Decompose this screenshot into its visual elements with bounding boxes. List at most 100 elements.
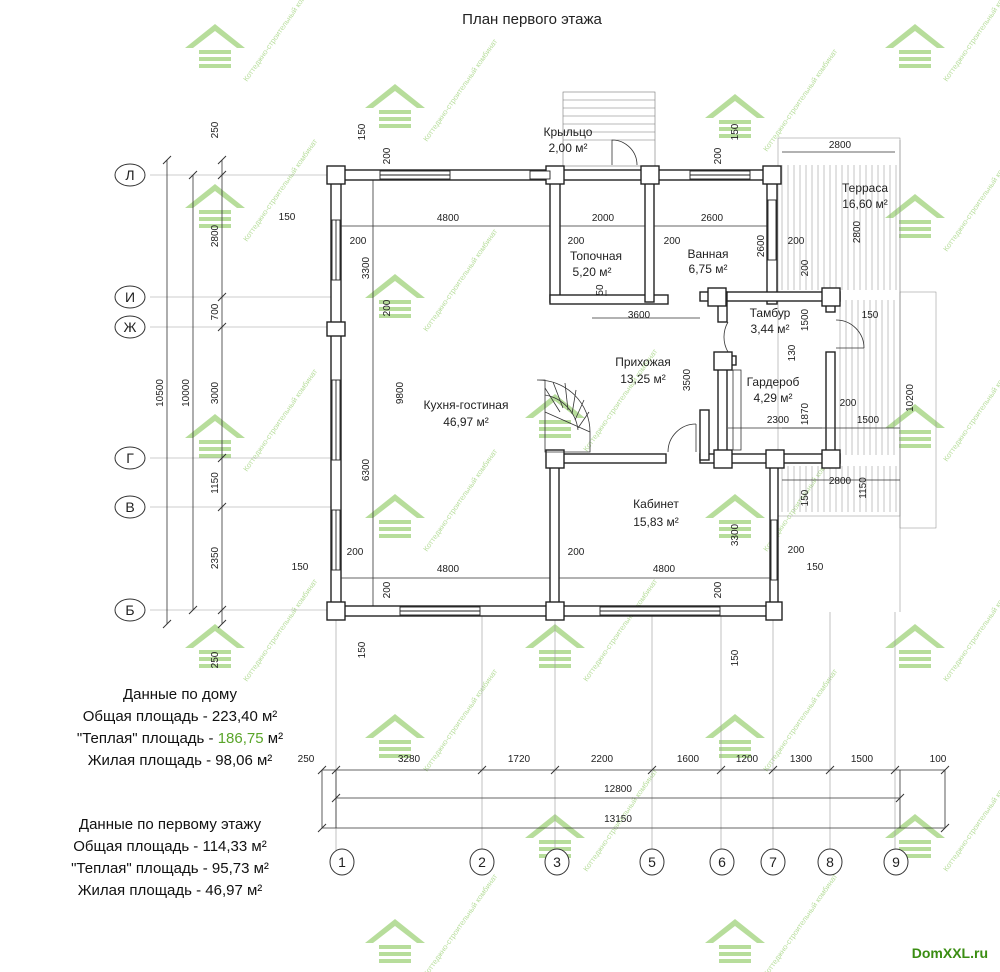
dim-6300: 6300 xyxy=(361,458,372,481)
svg-text:200: 200 xyxy=(840,398,857,409)
svg-text:3300: 3300 xyxy=(730,523,741,546)
axis-col-3: 3 xyxy=(544,848,570,876)
svg-text:3500: 3500 xyxy=(682,368,693,391)
svg-text:4,29 м²: 4,29 м² xyxy=(754,391,793,405)
svg-text:16,60 м²: 16,60 м² xyxy=(842,197,888,211)
dim-12800: 12800 xyxy=(604,784,632,795)
dim-13150: 13150 xyxy=(604,814,632,825)
watermark-stamp: Коттеджно-строительный комбинат xyxy=(525,767,660,873)
site-logo[interactable]: DomXXL.ru xyxy=(911,945,988,961)
room-bath: Ванная 6,75 м² xyxy=(687,247,728,276)
svg-text:1150: 1150 xyxy=(858,477,869,499)
svg-text:2600: 2600 xyxy=(756,234,767,257)
svg-text:Коттеджно-строительный комбина: Коттеджно-строительный комбинат xyxy=(941,767,1000,873)
svg-text:2200: 2200 xyxy=(591,754,614,765)
watermark-stamp: Коттеджно-строительный комбинат xyxy=(705,872,840,972)
room-dimensions xyxy=(341,151,900,579)
svg-text:Коттеджно-строительный комбина: Коттеджно-строительный комбинат xyxy=(941,577,1000,683)
svg-text:150: 150 xyxy=(730,649,741,666)
svg-text:Коттеджно-строительный комбина: Коттеджно-строительный комбинат xyxy=(241,0,319,83)
svg-text:200: 200 xyxy=(382,581,393,598)
axis-row-G: Г xyxy=(114,446,146,470)
svg-text:5: 5 xyxy=(648,854,656,870)
svg-text:150: 150 xyxy=(292,562,309,573)
porch-stairs xyxy=(562,91,656,167)
svg-text:Коттеджно-строительный комбина: Коттеджно-строительный комбинат xyxy=(581,577,659,683)
svg-text:7: 7 xyxy=(769,854,777,870)
axis-row-B: Б xyxy=(114,598,146,622)
svg-text:1300: 1300 xyxy=(790,754,813,765)
left-dimensions xyxy=(166,160,374,624)
svg-text:13,25 м²: 13,25 м² xyxy=(620,372,666,386)
bottom-dimension-labels: 250 3280 1720 2200 1600 1200 1300 1500 1… xyxy=(298,754,947,825)
house-total-area: Общая площадь - 223,40 м² xyxy=(82,708,278,725)
grid-lines xyxy=(150,140,901,850)
svg-text:1870: 1870 xyxy=(800,402,811,425)
svg-text:2: 2 xyxy=(478,854,486,870)
svg-text:2,00 м²: 2,00 м² xyxy=(549,141,588,155)
room-hall: Прихожая 13,25 м² xyxy=(615,355,671,386)
svg-text:Кухня-гостиная: Кухня-гостиная xyxy=(424,398,509,412)
axis-col-2: 2 xyxy=(469,848,495,876)
svg-text:Терраса: Терраса xyxy=(842,181,888,195)
svg-text:4800: 4800 xyxy=(437,213,460,224)
dim-700: 700 xyxy=(210,303,221,320)
watermark-stamp: Коттеджно-строительный комбинат xyxy=(185,137,320,243)
svg-text:6: 6 xyxy=(718,854,726,870)
svg-text:Коттеджно-строительный комбина: Коттеджно-строительный комбинат xyxy=(421,37,499,143)
svg-text:150: 150 xyxy=(279,212,296,223)
watermark-stamp: Коттеджно-строительный комбинат xyxy=(885,357,1000,463)
axis-row-I: И xyxy=(114,285,146,309)
svg-text:200: 200 xyxy=(347,547,364,558)
svg-text:2800: 2800 xyxy=(829,476,852,487)
watermark-stamp: Коттеджно-строительный комбинат xyxy=(185,0,320,83)
dim-250-top: 250 xyxy=(210,121,221,138)
svg-text:3600: 3600 xyxy=(628,310,651,321)
watermark-stamp: Коттеджно-строительный комбинат xyxy=(705,667,840,773)
svg-text:200: 200 xyxy=(382,147,393,164)
dim-3300-left: 3300 xyxy=(361,256,372,279)
svg-text:Коттеджно-строительный комбина: Коттеджно-строительный комбинат xyxy=(941,0,1000,83)
svg-text:Кабинет: Кабинет xyxy=(633,497,679,511)
windows xyxy=(331,170,778,616)
floor-info-block: Данные по первому этажу Общая площадь - … xyxy=(10,814,330,902)
svg-text:200: 200 xyxy=(713,581,724,598)
svg-text:50: 50 xyxy=(595,284,606,296)
room-terrace: Терраса 16,60 м² xyxy=(842,181,888,211)
watermark-stamp: Коттеджно-строительный комбинат xyxy=(365,447,500,553)
svg-text:150: 150 xyxy=(730,123,741,140)
house-warm-area: "Теплая" площадь - 186,75 м² xyxy=(76,730,284,747)
floor-total-area: Общая площадь - 114,33 м² xyxy=(73,838,267,855)
svg-text:200: 200 xyxy=(788,545,805,556)
svg-text:1500: 1500 xyxy=(851,754,874,765)
svg-text:250: 250 xyxy=(298,754,315,765)
axis-row-V: В xyxy=(114,495,146,519)
svg-text:Топочная: Топочная xyxy=(570,249,622,263)
svg-text:Прихожая: Прихожая xyxy=(615,355,671,369)
svg-text:Крыльцо: Крыльцо xyxy=(544,125,593,139)
svg-text:Коттеджно-строительный комбина: Коттеджно-строительный комбинат xyxy=(421,447,499,553)
svg-text:3,44 м²: 3,44 м² xyxy=(751,322,790,336)
svg-text:100: 100 xyxy=(930,754,947,765)
left-dimension-ticks xyxy=(162,155,227,629)
watermark-stamp: Коттеджно-строительный комбинат xyxy=(885,577,1000,683)
dim-1150: 1150 xyxy=(210,472,221,494)
dim-250-bottom: 250 xyxy=(210,651,221,668)
axis-col-1: 1 xyxy=(329,848,355,876)
axis-col-7: 7 xyxy=(760,848,786,876)
svg-text:И: И xyxy=(125,289,135,305)
svg-text:1600: 1600 xyxy=(677,754,700,765)
svg-text:200: 200 xyxy=(800,259,811,276)
svg-text:Коттеджно-строительный комбина: Коттеджно-строительный комбинат xyxy=(761,872,839,972)
svg-text:2600: 2600 xyxy=(701,213,724,224)
axis-row-L: Л xyxy=(114,163,146,187)
svg-text:46,97 м²: 46,97 м² xyxy=(443,415,489,429)
axis-col-8: 8 xyxy=(817,848,843,876)
dim-2350: 2350 xyxy=(210,546,221,569)
svg-text:Ж: Ж xyxy=(124,319,137,335)
svg-text:2000: 2000 xyxy=(592,213,615,224)
svg-text:1500: 1500 xyxy=(857,415,880,426)
svg-text:4800: 4800 xyxy=(437,564,460,575)
svg-text:200: 200 xyxy=(568,547,585,558)
